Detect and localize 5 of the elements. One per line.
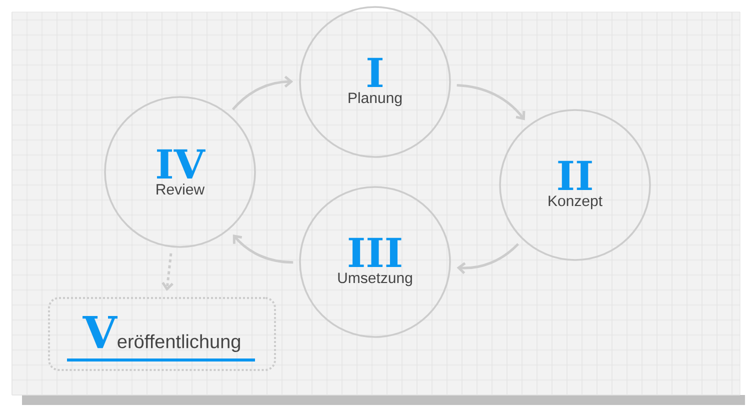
- arrow: [232, 76, 294, 110]
- arrow: [456, 243, 520, 274]
- arrow: [162, 253, 174, 292]
- arrow: [456, 84, 526, 120]
- arrow: [232, 234, 294, 264]
